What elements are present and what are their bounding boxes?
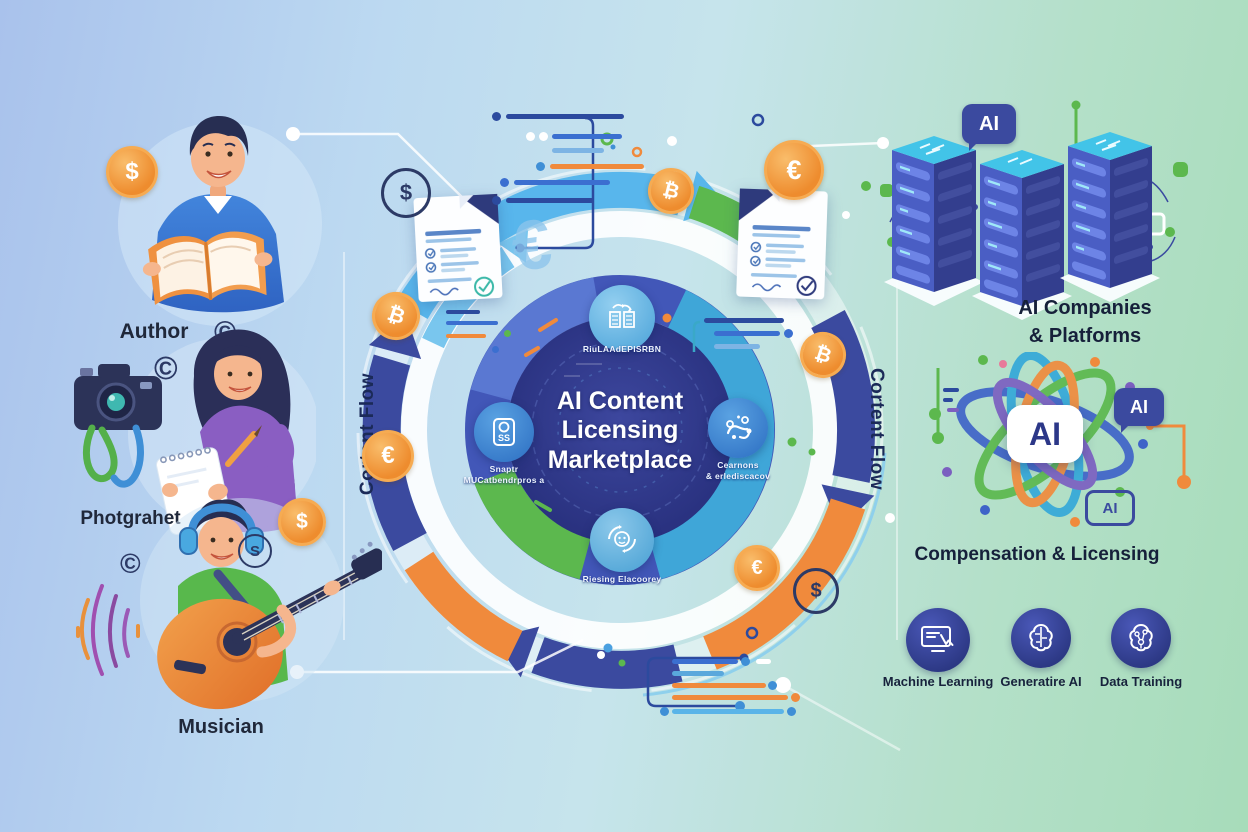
license-card-icon: SS — [493, 418, 515, 446]
license-document-left — [413, 193, 503, 302]
node-left-label: Snaptr MUCatbendrpros a — [444, 464, 564, 485]
euro-coin-left: € — [362, 430, 414, 482]
euro-coin-topright: € — [764, 140, 824, 200]
node-payments — [708, 398, 768, 458]
title-line1: AI Content — [556, 387, 684, 415]
node-left-line1: Snaptr — [489, 464, 519, 474]
title-line2: Licensing — [561, 416, 679, 445]
musician-label: Musician — [178, 716, 264, 738]
sound-waves-icon — [76, 584, 140, 676]
data-lines-top — [492, 112, 682, 212]
ai-outline-badge: AI — [1085, 490, 1135, 526]
node-content-registration — [589, 285, 655, 351]
node-top-label: RiuLAAdEPISRBN — [582, 344, 662, 354]
data-training-icon — [1111, 608, 1171, 668]
musician-illustration — [76, 498, 382, 710]
node-right-label: Cearnons & erlediscacov — [678, 460, 798, 481]
svg-text:SS: SS — [498, 433, 510, 443]
ai-companies-line1: AI Companies — [1018, 297, 1152, 319]
server-racks-illustration — [880, 132, 1188, 320]
generative-ai-label: Generatire AI — [1000, 674, 1082, 689]
data-training-label: Data Training — [1099, 674, 1183, 689]
title-line3: Marketplace — [547, 445, 693, 474]
photographer-label: Photgrahet — [80, 508, 181, 529]
copyright-icon-photographer: © — [154, 350, 178, 386]
camera-icon — [74, 364, 162, 488]
data-lines-right — [700, 318, 800, 364]
ai-chip-bubble-servers: AI — [962, 104, 1016, 144]
node-right-line2: & erlediscacov — [705, 470, 771, 481]
node-right-line1: Cearnons — [717, 460, 759, 470]
ai-companies-label: AI Companies & Platforms — [1000, 294, 1170, 350]
node-royalty-tracking — [590, 508, 654, 572]
node-smart-contracts: SS — [474, 402, 534, 462]
machine-learning-label: Machine Learning — [882, 674, 994, 689]
molecule-icon — [726, 415, 752, 439]
author-illustration — [118, 116, 322, 326]
author-label: Author — [119, 320, 189, 343]
license-document-right — [736, 188, 828, 300]
ai-companies-line2: & Platforms — [1028, 325, 1142, 347]
content-flow-label-right: Cortent Flow — [866, 367, 887, 491]
document-sync-icon — [609, 303, 635, 328]
euro-coin-bottomright: € — [734, 545, 780, 591]
node-left-line2: MUCatbendrpros a — [463, 474, 545, 485]
marketplace-title: AI Content Licensing Marketplace — [520, 387, 720, 475]
machine-learning-icon — [906, 608, 970, 672]
copyright-icon-musician: © — [120, 548, 141, 579]
data-lines-bottom — [648, 655, 818, 719]
generative-ai-icon — [1011, 608, 1071, 668]
node-bottom-label: Riesing Elacoorey — [582, 574, 662, 584]
dollar-coin-musician: $ — [278, 498, 326, 546]
dollar-badge-bottomright: $ — [793, 568, 839, 614]
refresh-cycle-icon — [608, 525, 636, 553]
compensation-licensing-label: Compensation & Licensing — [914, 544, 1160, 565]
dollar-coin-author: $ — [106, 146, 158, 198]
data-lines-left — [446, 310, 526, 370]
ai-core-badge: AI — [1007, 405, 1083, 463]
dollar-badge-left: $ — [381, 168, 431, 218]
license-s-badge: S — [238, 534, 272, 568]
ai-chip-bubble-hub: AI — [1114, 388, 1164, 426]
